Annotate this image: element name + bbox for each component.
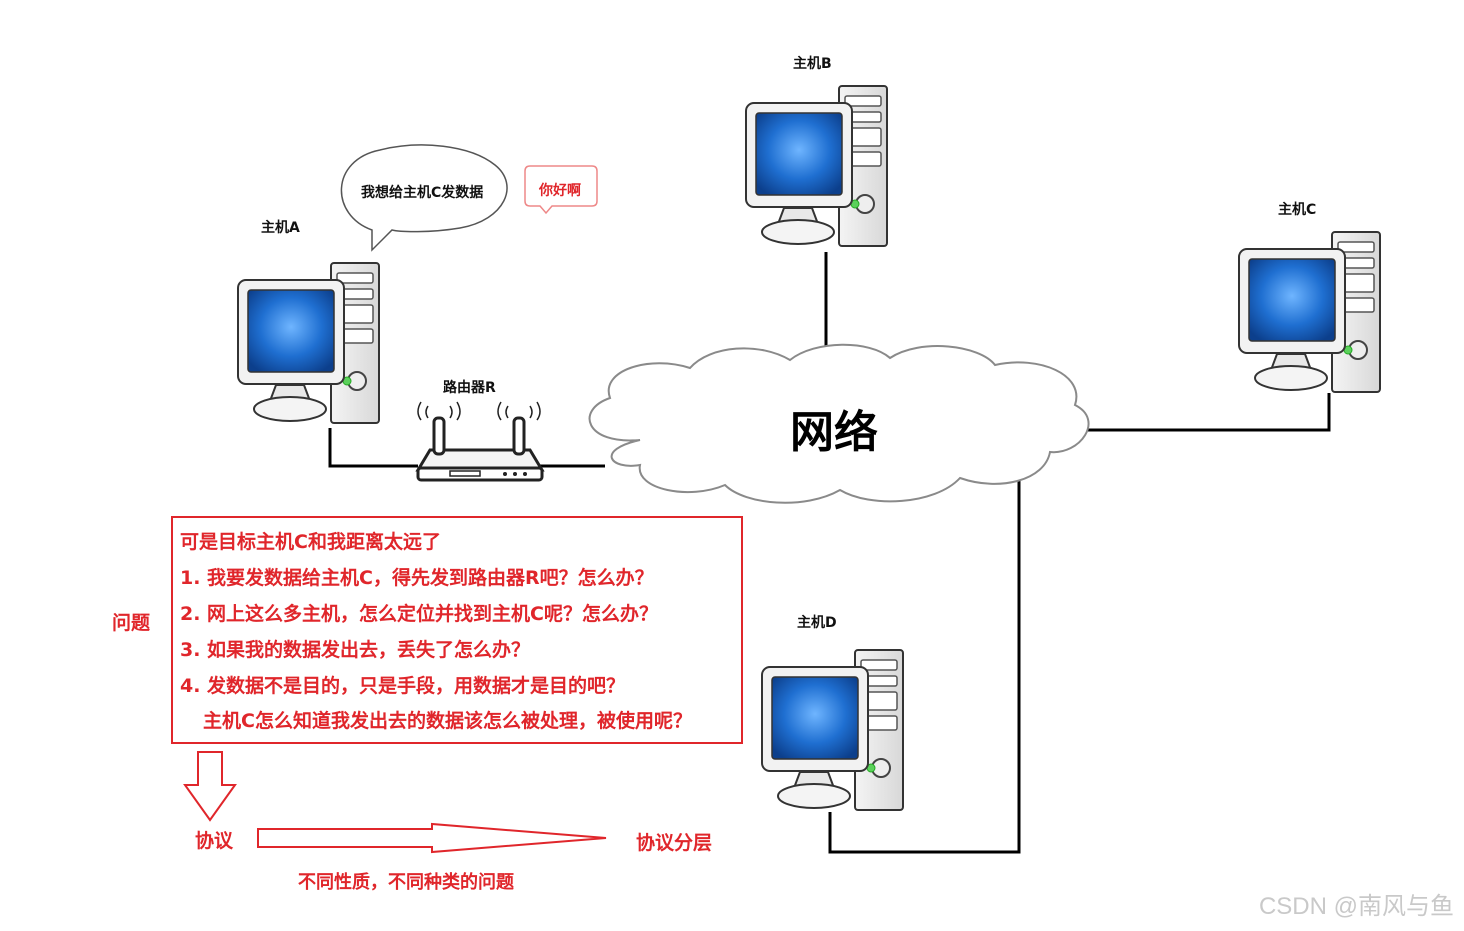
question-intro: 可是目标主机C和我距离太远了	[180, 531, 441, 553]
speech-text: 我想给主机C发数据	[361, 185, 484, 201]
question-3: 3. 如果我的数据发出去，丢失了怎么办？	[180, 639, 531, 661]
questions-box	[171, 516, 743, 744]
question-4-cont: 主机C怎么知道我发出去的数据该怎么被处理，被使用呢？	[203, 710, 692, 732]
host-b-computer-icon	[745, 85, 888, 247]
router-icon	[415, 401, 545, 482]
question-2: 2. 网上这么多主机，怎么定位并找到主机C呢？怎么办？	[180, 603, 658, 625]
hello-bubble-shape	[524, 165, 598, 215]
router-label: 路由器R	[443, 380, 496, 396]
watermark: CSDN @南风与鱼	[1258, 893, 1454, 920]
link-d-cloud	[828, 470, 1021, 854]
link-c-cloud	[1086, 393, 1331, 432]
right-arrow-icon	[257, 822, 607, 854]
network-cloud-shape	[588, 343, 1090, 504]
speech-bubble-shape	[340, 144, 508, 252]
host-a-computer-icon	[237, 262, 380, 424]
host-a-label: 主机A	[261, 220, 300, 236]
host-b-label: 主机B	[793, 56, 832, 72]
question-1: 1. 我要发数据给主机C，得先发到路由器R吧？怎么办？	[180, 567, 654, 589]
host-c-computer-icon	[1238, 231, 1381, 393]
host-c-label: 主机C	[1278, 202, 1317, 218]
protocol-layering-label: 协议分层	[636, 832, 713, 854]
network-label: 网络	[790, 407, 878, 458]
down-arrow-icon	[183, 751, 237, 822]
host-d-label: 主机D	[797, 615, 837, 631]
protocol-label: 协议	[195, 830, 234, 852]
hello-text: 你好啊	[539, 183, 581, 199]
caption-text: 不同性质，不同种类的问题	[298, 872, 514, 893]
questions-label: 问题	[112, 612, 151, 634]
question-4: 4. 发数据不是目的，只是手段，用数据才是目的吧？	[180, 675, 626, 697]
link-a-router	[328, 428, 418, 468]
host-d-computer-icon	[761, 649, 904, 811]
